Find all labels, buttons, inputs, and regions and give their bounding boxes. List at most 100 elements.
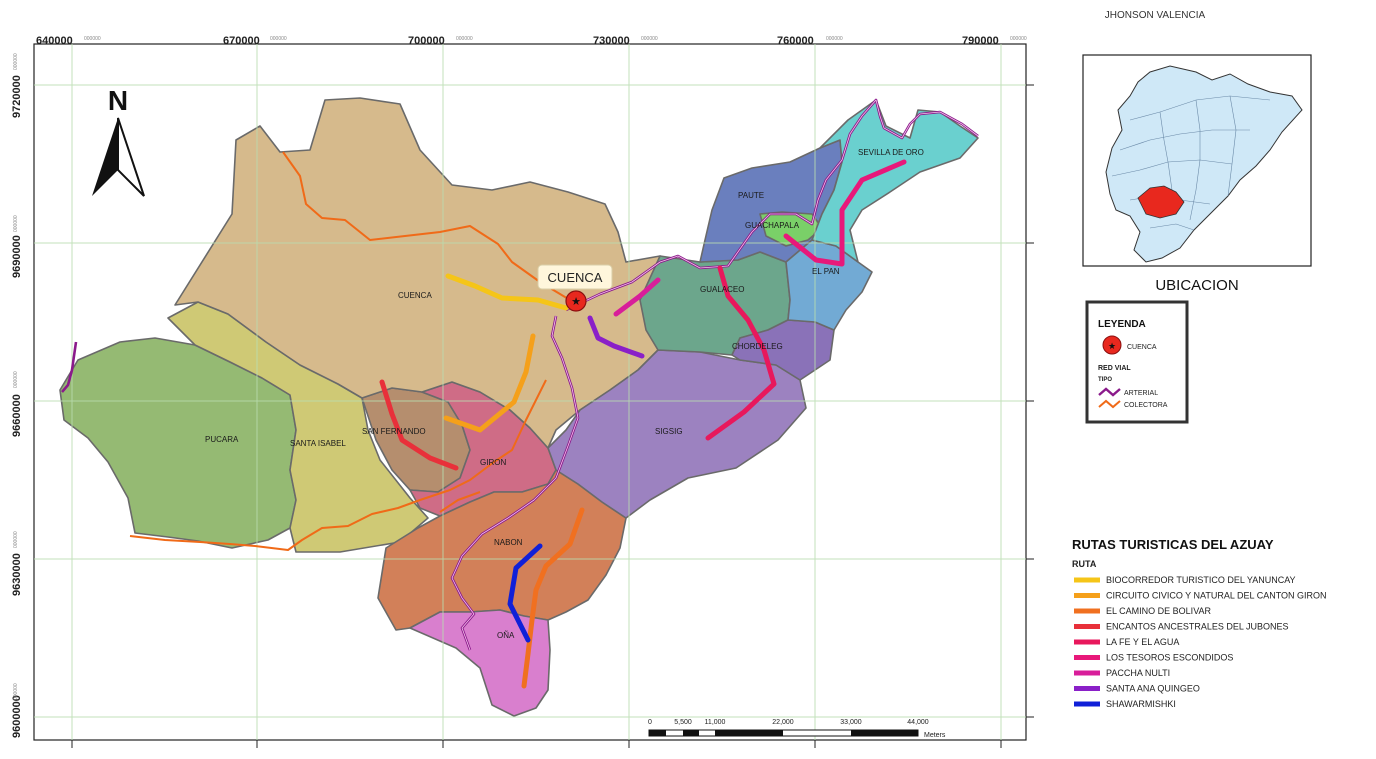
arterial-road-west bbox=[61, 341, 78, 393]
north-arrow-right-icon bbox=[117, 117, 145, 197]
label-chordeleg: CHORDELEG bbox=[732, 342, 783, 351]
rutas-item-label: BIOCORREDOR TURISTICO DEL YANUNCAY bbox=[1106, 575, 1296, 585]
route-encantos-jubones bbox=[379, 379, 459, 471]
scale-unit: Meters bbox=[924, 732, 946, 739]
y-tick-suffix: 000000 bbox=[13, 53, 19, 70]
x-tick-suffix: 000000 bbox=[641, 36, 658, 42]
north-arrow-left-icon bbox=[92, 118, 118, 196]
axis-y-right-ticks bbox=[1026, 84, 1034, 718]
road-network-colectora bbox=[129, 151, 571, 551]
route-circuito-giron bbox=[443, 333, 536, 433]
label-sigsig: SIGSIG bbox=[655, 427, 683, 436]
legend-red-vial: RED VIAL bbox=[1098, 365, 1131, 372]
rutas-item-label: SHAWARMISHKI bbox=[1106, 699, 1176, 709]
label-paute: PAUTE bbox=[738, 191, 764, 200]
azuay-province bbox=[1137, 185, 1185, 219]
canton-sevilla-de-oro bbox=[811, 99, 979, 263]
label-gualaceo: GUALACEO bbox=[700, 285, 744, 294]
scale-label: 33,000 bbox=[840, 719, 862, 726]
route-paccha-nulti bbox=[613, 277, 661, 317]
label-guachapala: GUACHAPALA bbox=[745, 221, 800, 230]
x-tick: 700000 bbox=[408, 35, 445, 47]
y-tick: 9720000 bbox=[11, 75, 23, 118]
legend-arterial-label: ARTERIAL bbox=[1124, 390, 1158, 397]
route-shawarmishki bbox=[507, 543, 543, 643]
y-tick: 9630000 bbox=[11, 553, 23, 596]
tourist-routes-layer bbox=[379, 159, 907, 689]
route-biocorredor-yanuncay bbox=[445, 273, 569, 311]
rutas-item-label: LOS TESOROS ESCONDIDOS bbox=[1106, 653, 1233, 663]
route-tesoros-escondidos bbox=[783, 159, 907, 267]
x-tick: 790000 bbox=[962, 35, 999, 47]
legend-city-dot bbox=[1102, 335, 1122, 355]
legend-title: LEYENDA bbox=[1098, 319, 1146, 330]
rutas-items: BIOCORREDOR TURISTICO DEL YANUNCAY CIRCUI… bbox=[1074, 575, 1327, 709]
x-tick-suffix: 000000 bbox=[1010, 36, 1027, 42]
y-tick: 9690000 bbox=[11, 235, 23, 278]
canton-ona bbox=[409, 609, 551, 717]
label-nabon: NABON bbox=[494, 538, 523, 547]
label-santa-isabel: SANTA ISABEL bbox=[290, 439, 346, 448]
rutas-item-label: CIRCUITO CIVICO Y NATURAL DEL CANTON GIR… bbox=[1106, 591, 1327, 601]
y-tick-suffix: 000000 bbox=[13, 371, 19, 388]
city-dot bbox=[565, 290, 587, 312]
scale-label: 5,500 bbox=[674, 719, 692, 726]
label-cuenca: CUENCA bbox=[398, 291, 432, 300]
label-san-fernando: SAN FERNANDO bbox=[362, 427, 426, 436]
scale-label: 11,000 bbox=[705, 719, 726, 726]
rutas-subtitle: RUTA bbox=[1072, 559, 1097, 569]
x-tick-suffix: 000000 bbox=[270, 36, 287, 42]
legend-tipo: TIPO bbox=[1098, 377, 1112, 383]
x-tick-suffix: 000000 bbox=[826, 36, 843, 42]
y-tick: 9660000 bbox=[11, 394, 23, 437]
label-ona: OÑA bbox=[497, 631, 515, 640]
city-callout-label: CUENCA bbox=[548, 270, 603, 285]
colectora-road-nabon bbox=[439, 491, 481, 513]
label-el-pan: EL PAN bbox=[812, 267, 840, 276]
coordinate-grid bbox=[34, 44, 1026, 740]
cantons-layer bbox=[59, 97, 979, 717]
colectora-road-south bbox=[129, 379, 547, 551]
y-tick-suffix: 000000 bbox=[13, 215, 19, 232]
scale-bar: 0 5,500 11,000 22,000 33,000 44,000 Mete… bbox=[648, 719, 946, 739]
x-tick-suffix: 000000 bbox=[84, 36, 101, 42]
rutas-item-label: ENCANTOS ANCESTRALES DEL JUBONES bbox=[1106, 622, 1289, 632]
north-arrow: N bbox=[92, 85, 145, 197]
author-label: JHONSON VALENCIA bbox=[1105, 10, 1206, 21]
label-sevilla-de-oro: SEVILLA DE ORO bbox=[858, 148, 924, 157]
x-tick: 640000 bbox=[36, 35, 73, 47]
city-star-icon: ★ bbox=[571, 296, 581, 308]
label-pucara: PUCARA bbox=[205, 435, 239, 444]
route-santa-ana-quingeo bbox=[587, 315, 645, 359]
rutas-item-label: SANTA ANA QUINGEO bbox=[1106, 684, 1200, 694]
canton-labels: PUCARA SANTA ISABEL SAN FERNANDO GIRON C… bbox=[205, 148, 924, 640]
legend-colectora-label: COLECTORA bbox=[1124, 402, 1168, 409]
city-callout-box bbox=[537, 264, 613, 290]
legend-city-label: CUENCA bbox=[1127, 344, 1157, 351]
x-tick: 760000 bbox=[777, 35, 814, 47]
scale-label: 44,000 bbox=[907, 719, 929, 726]
rutas-item-label: LA FE Y EL AGUA bbox=[1106, 637, 1179, 647]
axis-x-top: 640000 000000 670000 000000 700000 00000… bbox=[36, 35, 1027, 47]
scale-label: 22,000 bbox=[772, 719, 794, 726]
y-tick-suffix: 000000 bbox=[13, 683, 19, 700]
canton-sigsig bbox=[547, 349, 807, 519]
label-giron: GIRON bbox=[480, 458, 506, 467]
axis-x-bottom-ticks bbox=[71, 740, 1002, 748]
x-tick-suffix: 000000 bbox=[456, 36, 473, 42]
route-la-fe-y-el-agua bbox=[705, 265, 777, 441]
rutas-item-label: PACCHA NULTI bbox=[1106, 668, 1170, 678]
legend-star-icon: ★ bbox=[1108, 341, 1116, 351]
rutas-title: RUTAS TURISTICAS DEL AZUAY bbox=[1072, 537, 1274, 552]
route-camino-de-bolivar bbox=[521, 507, 585, 689]
arterial-road-highlight bbox=[451, 99, 979, 651]
colectora-road-north bbox=[282, 151, 571, 301]
north-label: N bbox=[108, 85, 128, 116]
rutas-item-label: EL CAMINO DE BOLIVAR bbox=[1106, 606, 1212, 616]
rutas-legend: RUTAS TURISTICAS DEL AZUAY RUTA BIOCORRE… bbox=[1072, 537, 1327, 709]
x-tick: 670000 bbox=[223, 35, 260, 47]
inset-title: UBICACION bbox=[1155, 277, 1238, 294]
legend-colectora-swatch bbox=[1098, 399, 1121, 409]
y-tick: 9600000 bbox=[11, 695, 23, 738]
